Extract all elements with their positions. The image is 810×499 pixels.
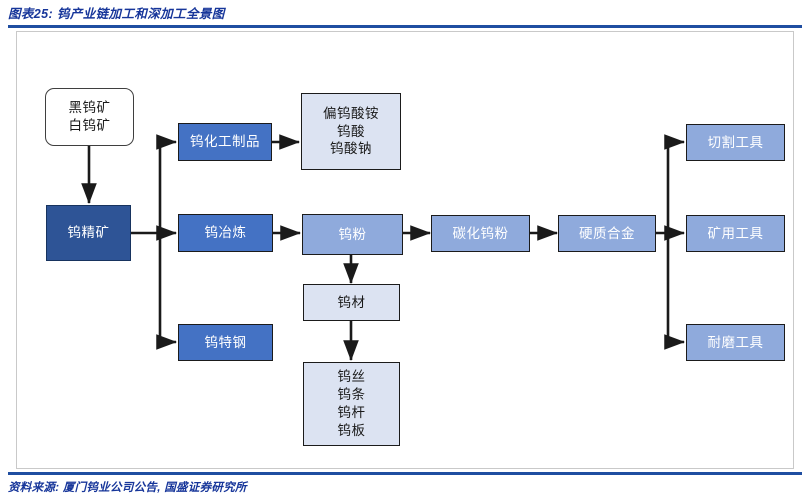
node-special-steel[interactable]: 钨特钢 (178, 324, 273, 361)
node-special-steel-label: 钨特钢 (204, 334, 247, 350)
node-tungsten-products[interactable]: 钨丝 钨条 钨杆 钨板 (303, 362, 400, 446)
node-cemented-carbide[interactable]: 硬质合金 (558, 215, 656, 252)
node-concentrate-label: 钨精矿 (67, 225, 110, 241)
figure-title: 图表25: 钨产业链加工和深加工全景图 (8, 7, 225, 21)
figure-source: 资料来源: 厦门钨业公司公告, 国盛证券研究所 (8, 482, 247, 494)
node-powder-label: 钨粉 (338, 226, 367, 242)
title-divider (8, 25, 802, 28)
node-chemical-products-label: 偏钨酸铵 钨酸 钨酸钠 (323, 105, 379, 157)
node-cemented-carbide-label: 硬质合金 (579, 225, 635, 241)
node-chemical-products[interactable]: 偏钨酸铵 钨酸 钨酸钠 (301, 93, 401, 170)
node-chemical-label: 钨化工制品 (190, 134, 260, 150)
node-mining-tools-label: 矿用工具 (707, 225, 764, 241)
diagram-canvas (16, 31, 794, 469)
node-concentrate[interactable]: 钨精矿 (46, 205, 131, 261)
node-tungsten-products-label: 钨丝 钨条 钨杆 钨板 (337, 369, 366, 438)
node-mining-tools[interactable]: 矿用工具 (686, 215, 785, 252)
node-cutting-tools[interactable]: 切割工具 (686, 124, 785, 161)
node-ore[interactable]: 黑钨矿 白钨矿 (45, 88, 134, 146)
node-wear-tools[interactable]: 耐磨工具 (686, 324, 785, 361)
node-tungsten-material-label: 钨材 (337, 294, 366, 310)
node-ore-label: 黑钨矿 白钨矿 (68, 100, 111, 133)
node-tungsten-material[interactable]: 钨材 (303, 284, 400, 321)
node-chemical[interactable]: 钨化工制品 (178, 123, 272, 161)
node-carbide-label: 碳化钨粉 (452, 225, 509, 241)
node-powder[interactable]: 钨粉 (302, 214, 403, 255)
node-smelting[interactable]: 钨冶炼 (178, 214, 273, 252)
node-cutting-tools-label: 切割工具 (707, 134, 764, 150)
node-carbide[interactable]: 碳化钨粉 (431, 215, 530, 252)
source-divider (8, 472, 802, 475)
node-wear-tools-label: 耐磨工具 (707, 334, 764, 350)
node-smelting-label: 钨冶炼 (204, 225, 247, 241)
